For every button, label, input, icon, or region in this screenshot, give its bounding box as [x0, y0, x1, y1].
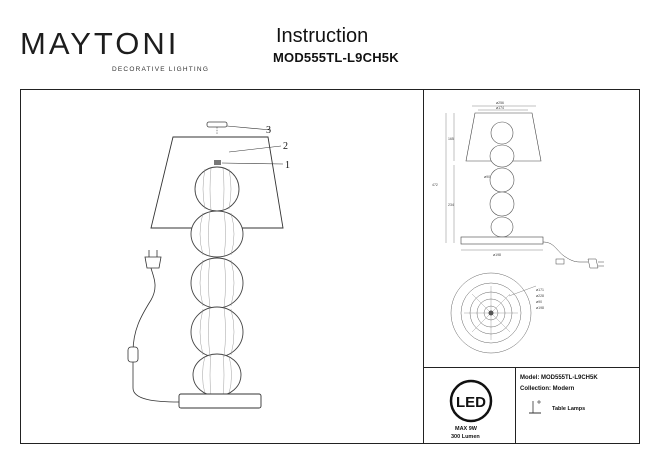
frame-divider-vertical — [423, 89, 424, 444]
socket — [214, 160, 221, 165]
dim-base: ø198 — [493, 253, 501, 257]
callout-3: 3 — [266, 125, 271, 136]
brand-tagline: DECORATIVE LIGHTING — [112, 66, 210, 73]
max-power: MAX 9W — [455, 426, 477, 432]
info-divider — [515, 367, 516, 444]
dim-shade-inner: ø174 — [496, 106, 504, 110]
dimension-drawing: ø256 ø174 ø90 ø198 472 165 234 ø171 ø228… — [432, 101, 604, 354]
finial-cap — [206, 121, 228, 128]
lamp-base — [178, 393, 262, 409]
lamp-type: Table Lamps — [552, 406, 586, 412]
dim-shade-top: ø256 — [496, 101, 504, 105]
callout-1: 1 — [285, 160, 290, 171]
dim-height-body: 234 — [448, 203, 454, 207]
dim-height-total: 472 — [432, 183, 438, 187]
globe-stack — [190, 166, 244, 397]
table-lamp-icon — [529, 400, 541, 414]
dim-bottom-2: ø228 — [536, 294, 544, 298]
brand-logo: MAYTONI — [20, 26, 180, 61]
dim-bottom-4: ø198 — [536, 306, 544, 310]
frame-divider-horizontal — [423, 367, 640, 368]
dim-bottom-1: ø171 — [536, 288, 544, 292]
dim-globe: ø90 — [484, 175, 490, 179]
model-info: Model: MOD555TL-L9CH5K — [520, 375, 598, 381]
collection-info: Collection: Modern — [520, 386, 575, 392]
power-cable — [132, 259, 180, 403]
led-badge-label: LED — [456, 394, 486, 411]
switch-icon — [127, 346, 139, 363]
drawing-frame — [20, 89, 640, 444]
callout-2: 2 — [283, 141, 288, 152]
lamp-assembly-drawing: 3 2 1 — [127, 121, 290, 409]
page-title: Instruction — [276, 25, 369, 47]
dim-height-shade: 165 — [448, 137, 454, 141]
dim-bottom-3: ø90 — [536, 300, 542, 304]
led-badge-icon: LED — [449, 379, 493, 423]
model-number: MOD555TL-L9CH5K — [273, 50, 399, 65]
lumen-output: 300 Lumen — [451, 434, 480, 440]
plug-icon — [144, 250, 162, 269]
